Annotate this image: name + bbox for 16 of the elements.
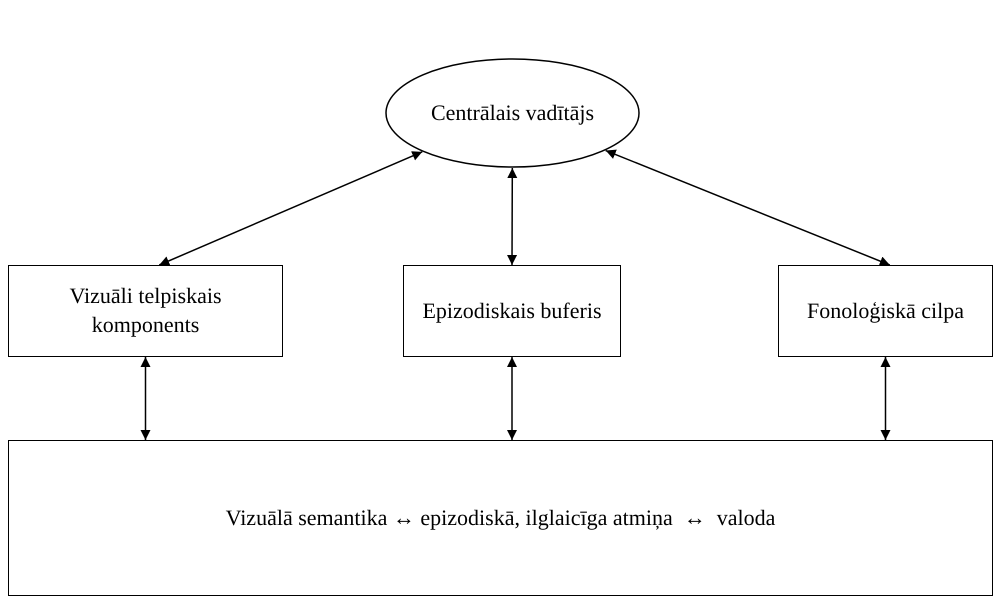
- process-box: [8, 440, 993, 596]
- node-label: Vizuāli telpiskais komponents: [68, 282, 223, 339]
- node-label: Centrālais vadītājs: [430, 98, 596, 127]
- process-box: [403, 265, 621, 357]
- double-arrow: [605, 150, 890, 266]
- double-arrow: [140, 357, 150, 440]
- double-arrow: [507, 168, 518, 265]
- ellipse-node: [385, 58, 640, 168]
- process-box: [8, 265, 283, 357]
- node-label: Vizuālā semantika ↔ epizodiskā, ilglaicīga atmiņa ↔ valoda: [224, 504, 776, 532]
- double-arrow: [158, 151, 423, 266]
- double-arrow: [507, 357, 517, 440]
- node-label: Fonoloģiskā cilpa: [806, 296, 966, 325]
- process-box: [778, 265, 993, 357]
- node-label: Epizodiskais buferis: [421, 296, 603, 325]
- double-arrow: [880, 357, 890, 440]
